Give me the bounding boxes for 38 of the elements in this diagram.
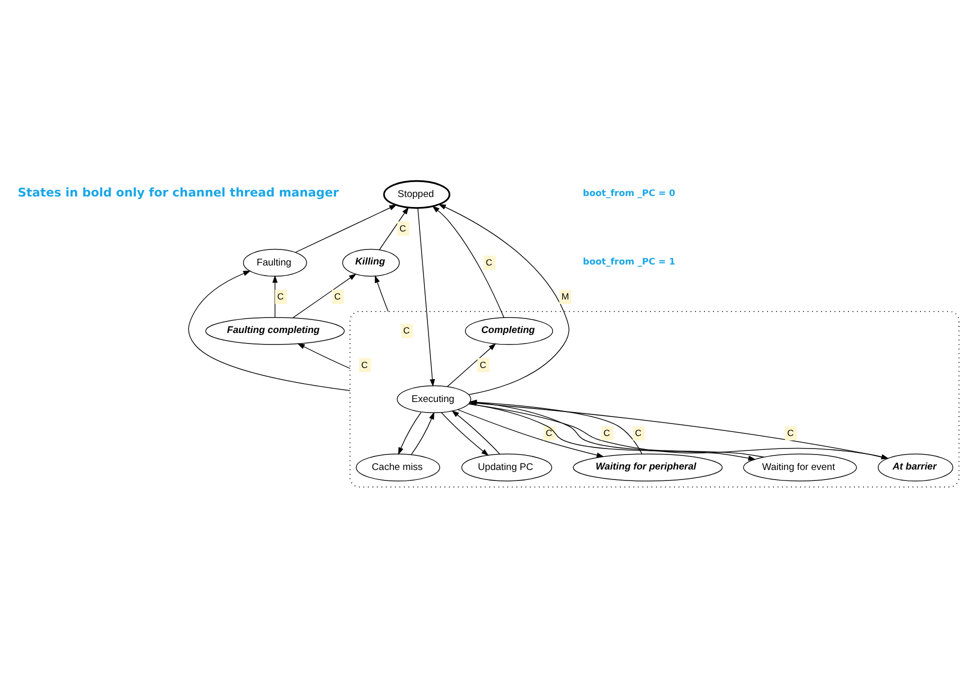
node-ellipse: Executing [396, 384, 472, 413]
arrow [398, 411, 422, 454]
node-ellipse: Cache miss [356, 453, 440, 481]
arrow [410, 411, 434, 454]
arrow [438, 203, 570, 394]
arrow [447, 342, 496, 386]
arrow [188, 270, 350, 390]
node-ellipse: Completing [464, 316, 554, 344]
edge-label: C [787, 428, 794, 438]
edge-label: C [635, 428, 642, 438]
arrow [417, 207, 435, 386]
node-ellipse: Updating PC [461, 453, 552, 481]
arrow [452, 410, 500, 454]
arrow [458, 408, 604, 458]
edge-label: C [334, 291, 341, 302]
edge-label: C [277, 291, 284, 302]
label: boot_from _PC = 0 [582, 188, 676, 199]
arrow [292, 273, 356, 318]
edge-label: C [486, 256, 492, 267]
node-ellipse: Faulting completing [205, 316, 345, 344]
edge-label: C [480, 359, 486, 370]
arrow [432, 205, 504, 318]
arrow [295, 204, 397, 252]
label: States in bold only for channel thread manager [18, 185, 339, 200]
cluster [350, 310, 960, 487]
edge-label: C [546, 428, 552, 438]
arrow [297, 342, 350, 368]
arrow [441, 412, 489, 456]
edge-label: C [604, 428, 610, 438]
arrow [374, 274, 389, 312]
edge-label: C [400, 222, 406, 233]
arrow [379, 206, 409, 250]
edge-label: M [562, 291, 569, 302]
edge-label: C [403, 325, 410, 336]
label: boot_from _PC = 1 [582, 256, 676, 267]
arrow [272, 274, 278, 318]
node-ellipse: Killing [342, 248, 400, 276]
edge-label: C [361, 359, 368, 370]
